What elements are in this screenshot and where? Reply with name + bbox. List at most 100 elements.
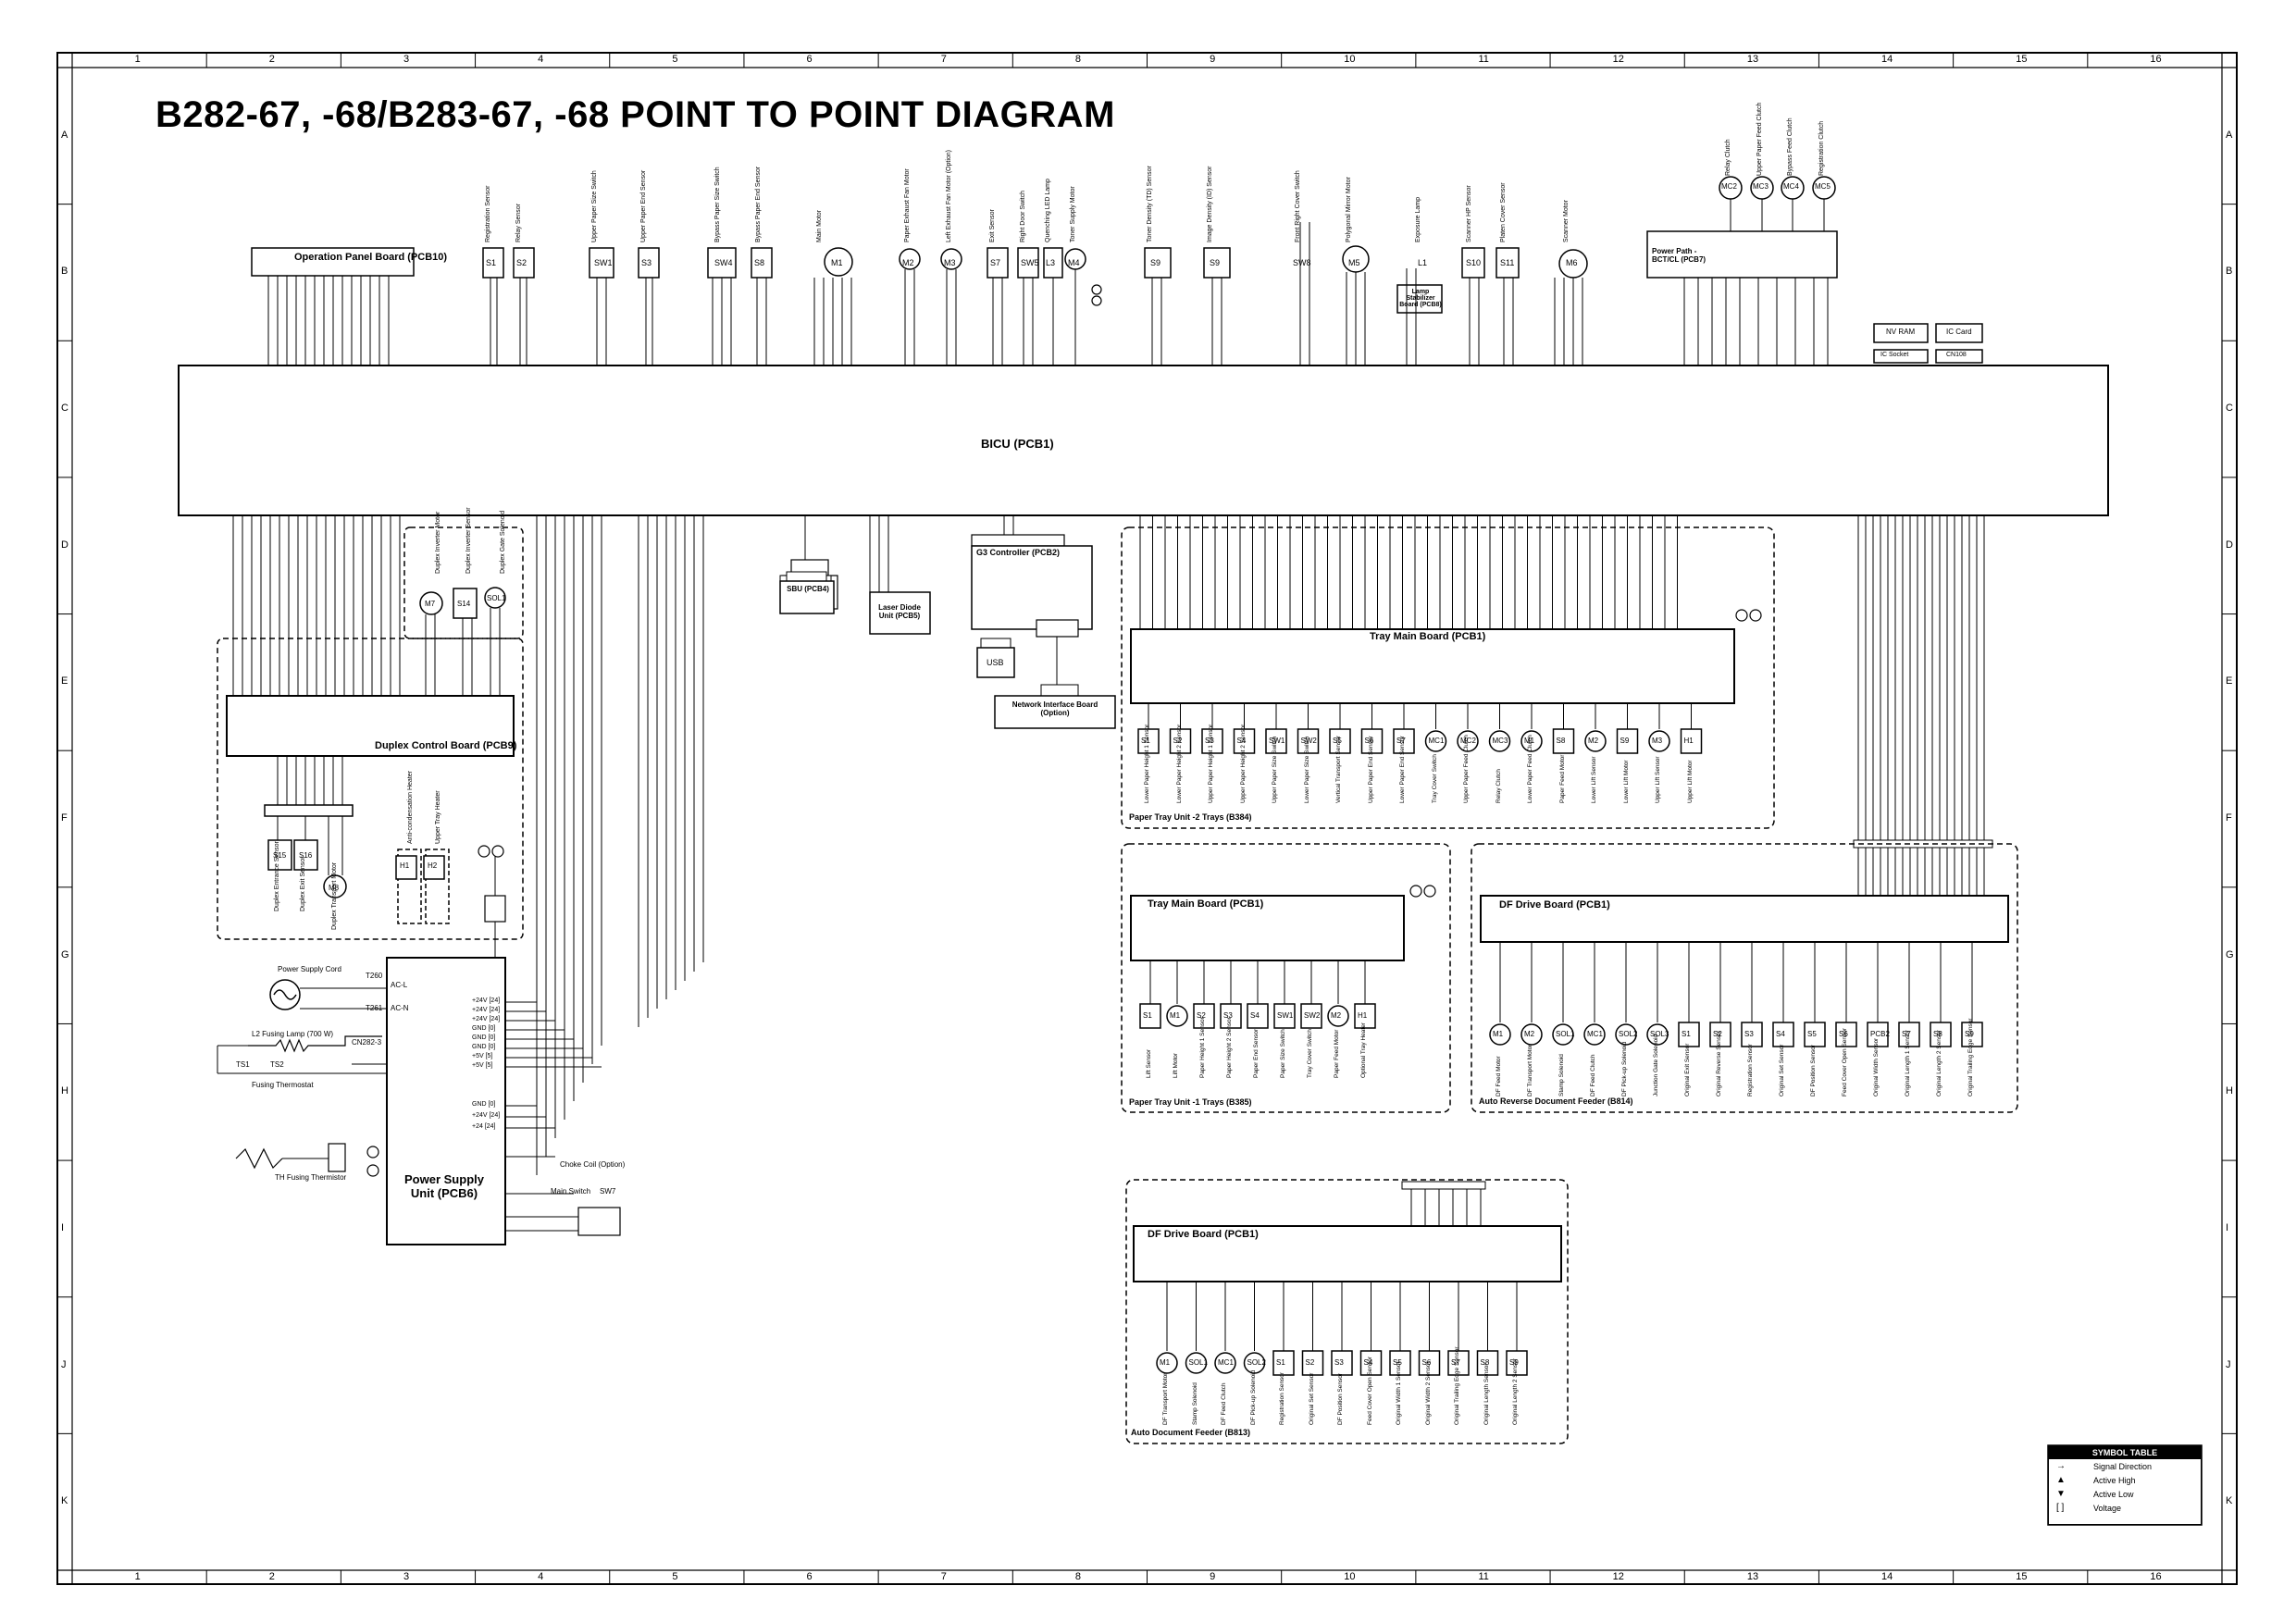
arfd-component-code: S4 — [1776, 1030, 1785, 1038]
tray2-component-label: Upper Paper End Sensor — [1367, 736, 1374, 803]
top-component-label: Upper Paper End Sensor — [640, 169, 647, 242]
adf-component-code: S2 — [1305, 1358, 1315, 1367]
tray1-main-board — [1130, 895, 1405, 961]
duplex-component-code: M8 — [329, 884, 340, 892]
grid-col-label: 11 — [1478, 54, 1489, 65]
tray1-component-code: M2 — [1331, 1011, 1342, 1020]
symbol-row: ▼ Active Low — [2056, 1489, 2134, 1499]
top-component-code: SW5 — [1021, 258, 1039, 267]
bicu-label: BICU (PCB1) — [981, 437, 1054, 451]
tray2-component-code: MC2 — [1460, 737, 1476, 745]
grid-col-label: 11 — [1478, 1571, 1489, 1582]
arfd-component-code: S3 — [1744, 1030, 1754, 1038]
top-component-label: Front Right Cover Switch — [1295, 170, 1301, 242]
top-component-code: S8 — [754, 258, 765, 267]
tray2-component-label: Upper Paper Height 2 Sensor — [1239, 724, 1247, 803]
top-component-code: S10 — [1466, 258, 1482, 267]
grid-row-label: C — [61, 403, 68, 415]
arfd-unit-label: Auto Reverse Document Feeder (B814) — [1479, 1096, 1633, 1106]
adf-component-code: S5 — [1393, 1358, 1402, 1367]
tray2-component-code: S5 — [1333, 737, 1342, 745]
adf-region — [1125, 1179, 1569, 1444]
tray2-component-label: Lower Lift Motor — [1622, 760, 1630, 803]
grid-row-label: D — [61, 539, 68, 551]
adf-component-code: S4 — [1363, 1358, 1373, 1367]
heater-code: H1 — [400, 861, 410, 870]
arfd-component-code: S6 — [1839, 1030, 1848, 1038]
choke-coil-label: Choke Coil (Option) — [560, 1160, 626, 1169]
tray1-component-code: S4 — [1250, 1011, 1260, 1020]
duplex-component-code: S15 — [273, 851, 287, 860]
top-component-label: Left Exhaust Fan Motor (Option) — [946, 150, 952, 242]
g3-label: G3 Controller (PCB2) — [976, 548, 1061, 557]
psu-output-label: GND [0] — [472, 1044, 496, 1050]
tray2-component-label: Tray Cover Switch — [1431, 754, 1438, 803]
lamp-stabilizer-label: Lamp Stabilizer Board (PCB8) — [1399, 289, 1442, 308]
tray1-component-label: Paper End Sensor — [1253, 1028, 1260, 1078]
t260-label: T260 — [366, 972, 383, 980]
grid-row-label: K — [61, 1495, 68, 1507]
tray2-component-label: Vertical Transport Sensor — [1335, 736, 1342, 803]
arfd-component-code: SOL3 — [1650, 1030, 1669, 1038]
sbu-label: SBU (PCB4) — [787, 585, 829, 593]
tray2-component-label: Upper Lift Motor — [1686, 760, 1694, 803]
adf-component-label: Registration Sensor — [1279, 1371, 1285, 1425]
grid-col-label: 7 — [940, 1571, 947, 1582]
adf-component-label: Original Trailing Edge Sensor — [1454, 1346, 1460, 1425]
grid-row-label: G — [61, 948, 69, 960]
adf-component-code: MC1 — [1218, 1358, 1234, 1367]
psu-output-label: +24V [24] — [472, 997, 501, 1004]
tray2-component-code: S3 — [1205, 737, 1214, 745]
duplex-component-code: SOL1 — [487, 594, 506, 602]
tray1-component-label: Paper Height 1 Sensor — [1199, 1017, 1206, 1078]
tray1-component-label: Paper Size Switch — [1280, 1029, 1286, 1078]
grid-row-label: J — [2226, 1358, 2231, 1370]
duplex-component-label: Duplex Exit Sensor — [300, 856, 306, 911]
tray2-component-code: S8 — [1556, 737, 1566, 745]
duplex-component-label: Duplex Inverter Motor — [435, 511, 441, 574]
adf-component-code: S1 — [1276, 1358, 1285, 1367]
ic-card-label: IC Card — [1946, 328, 1972, 336]
symbol-table-header: SYMBOL TABLE — [2049, 1446, 2201, 1459]
arfd-component-code: S1 — [1682, 1030, 1691, 1038]
ts2-label: TS2 — [270, 1060, 284, 1069]
tray-wire-bundle — [1139, 515, 1678, 629]
arfd-board-label: DF Drive Board (PCB1) — [1499, 899, 1610, 911]
top-component-label: Paper Exhaust Fan Motor — [904, 168, 911, 242]
grid-col-label: 7 — [940, 54, 947, 65]
top-component-code: M3 — [944, 258, 956, 267]
tray2-component-label: Upper Paper Size Switch — [1272, 736, 1278, 803]
adf-component-code: S9 — [1509, 1358, 1519, 1367]
top-wire-bundles — [490, 199, 1829, 365]
duplex-component-code: S16 — [299, 851, 313, 860]
grid-col-label: 1 — [134, 1571, 141, 1582]
fusing-lamp-label: L2 Fusing Lamp (700 W) — [252, 1030, 334, 1038]
symbol-table: SYMBOL TABLE → Signal Direction ▲ Active… — [2048, 1445, 2202, 1525]
ac-l-label: AC-L — [391, 981, 408, 989]
operation-panel-label: Operation Panel Board (PCB10) — [294, 252, 448, 263]
tray2-region — [1121, 527, 1775, 829]
network-interface-board — [994, 695, 1116, 729]
tray2-component-code: MC1 — [1428, 737, 1445, 745]
voltage-icon: [ ] — [2056, 1503, 2065, 1513]
arfd-component-label: Stamp Solenoid — [1558, 1054, 1565, 1096]
grid-col-label: 10 — [1344, 1571, 1356, 1582]
tray1-component-code: S2 — [1197, 1011, 1206, 1020]
tray2-board-label: Tray Main Board (PCB1) — [1370, 631, 1486, 642]
m7-icon — [419, 591, 443, 615]
arfd-component-label: Original Length 1 Sensor — [1905, 1030, 1911, 1096]
tray2-component-label: Upper Lift Sensor — [1655, 756, 1661, 803]
top-component-label: Bypass Feed Clutch — [1787, 118, 1793, 176]
sbu-board — [779, 580, 835, 614]
tray2-component-label: Lower Paper End Sensor — [1399, 736, 1406, 803]
grid-row-label: A — [61, 129, 68, 141]
arfd-component-code: PCB2 — [1870, 1030, 1890, 1038]
top-component-code: M6 — [1566, 258, 1578, 267]
arfd-component-code: SOL2 — [1619, 1030, 1638, 1038]
grid-col-label: 15 — [2016, 54, 2028, 65]
grid-col-label: 12 — [1612, 1571, 1624, 1582]
grid-row-label: I — [2226, 1221, 2229, 1233]
ts1-label: TS1 — [236, 1060, 250, 1069]
signal-direction-icon: → — [2056, 1461, 2066, 1471]
top-component-code: M5 — [1348, 258, 1360, 267]
